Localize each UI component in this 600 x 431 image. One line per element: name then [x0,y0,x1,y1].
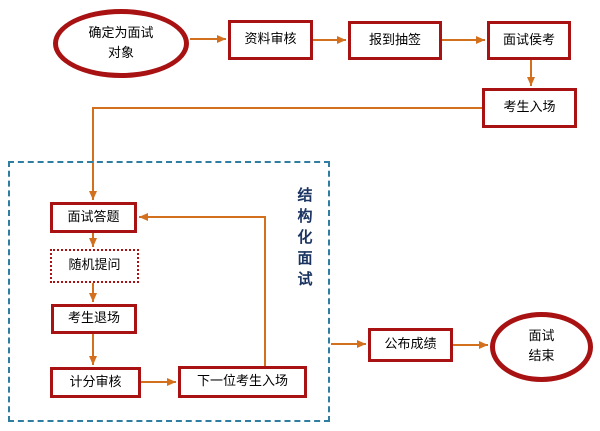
node-random-question: 随机提问 [50,249,139,283]
structured-interview-label: 结构化面试 [297,186,313,288]
node-confirmed-candidates: 确定为面试 对象 [53,9,189,78]
node-publish-results: 公布成绩 [368,328,453,362]
node-next-candidate: 下一位考生入场 [178,366,307,398]
node-score-review: 计分审核 [50,367,141,398]
node-interview-answer: 面试答题 [50,202,137,233]
node-material-review: 资料审核 [228,20,313,60]
node-candidate-enter: 考生入场 [482,88,577,128]
structured-interview-container [8,161,330,422]
node-interview-end: 面试 结束 [490,312,593,382]
node-checkin-lottery: 报到抽签 [348,21,442,60]
node-candidate-exit: 考生退场 [51,304,137,334]
node-interview-waiting: 面试侯考 [487,21,571,60]
